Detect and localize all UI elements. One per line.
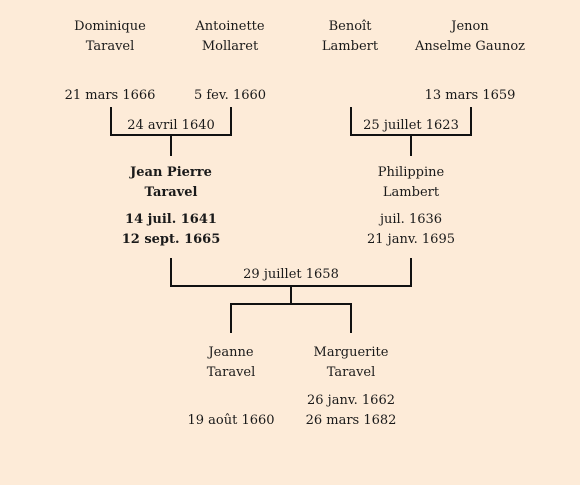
connector-line [170,258,172,287]
mother-name: Philippine Lambert [378,163,444,203]
first-name: Antoinette [195,19,265,34]
grandparent-date: 13 mars 1659 [424,88,516,103]
last-name: Lambert [321,39,379,54]
grandparent-name: Jenon Anselme Gaunoz [415,17,525,57]
death-date: 12 sept. 1665 [121,232,221,247]
father-name: Jean Pierre Taravel [130,163,212,203]
last-name: Mollaret [201,39,259,54]
death-date: 19 août 1660 [187,413,275,428]
connector-line [230,303,232,333]
marriage-date: 29 juillet 1658 [243,267,339,282]
mother-dates: juil. 1636 21 janv. 1695 [367,210,455,250]
first-name: Marguerite [313,345,389,360]
last-name: Taravel [326,365,376,380]
connector-line [230,303,352,305]
connector-line [110,107,112,136]
birth-date: juil. 1636 [379,212,443,227]
connector-line [350,303,352,333]
birth-date [187,391,274,411]
first-name: Dominique [74,19,146,34]
child-dates: 26 janv. 1662 26 mars 1682 [306,391,397,431]
connector-line [350,107,352,136]
last-name: Taravel [85,39,135,54]
first-name: Jenon [451,19,489,34]
connector-line [170,134,172,156]
grandparent-name: Benoît Lambert [322,17,378,57]
first-name: Philippine [377,165,445,180]
last-name: Taravel [144,185,198,200]
connector-line [230,107,232,136]
connector-line [470,107,472,136]
child-name: Jeanne Taravel [207,343,256,383]
first-name: Benoît [328,19,372,34]
death-date: 21 janv. 1695 [367,232,455,247]
marriage-date: 24 avril 1640 [127,118,215,133]
grandparent-date: 5 fev. 1660 [193,88,267,103]
birth-date: 14 juil. 1641 [125,212,217,227]
father-dates: 14 juil. 1641 12 sept. 1665 [122,210,221,250]
grandparent-name: Dominique Taravel [74,17,146,57]
grandparent-name: Antoinette Mollaret [195,17,264,57]
last-name: Anselme Gaunoz [415,39,525,54]
last-name: Taravel [206,365,256,380]
last-name: Lambert [382,185,440,200]
connector-line [290,285,292,304]
grandparent-date: 21 mars 1666 [64,88,156,103]
connector-line [410,258,412,287]
marriage-date: 25 juillet 1623 [363,118,459,133]
connector-line [410,134,412,156]
death-date: 26 mars 1682 [305,413,397,428]
first-name: Jean Pierre [130,165,212,180]
child-dates: 19 août 1660 [187,391,274,431]
first-name: Jeanne [208,345,254,360]
birth-date: 26 janv. 1662 [307,393,395,408]
child-name: Marguerite Taravel [314,343,389,383]
